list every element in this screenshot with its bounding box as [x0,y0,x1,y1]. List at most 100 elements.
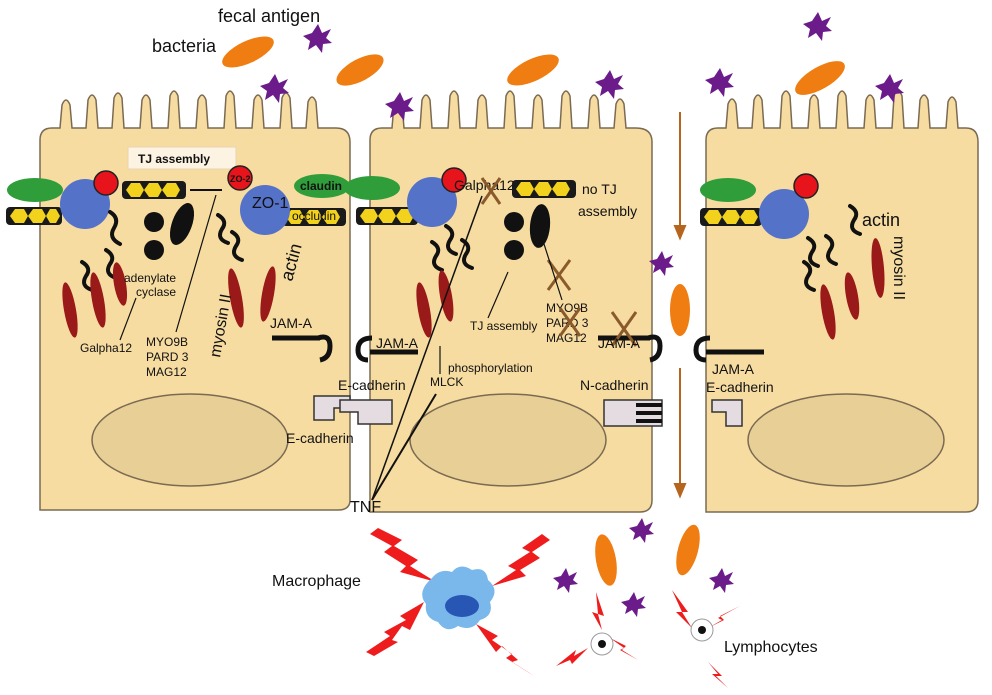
claudin-shape [7,178,63,202]
macrophage-label: Macrophage [272,573,361,590]
actin-blob [504,240,524,260]
e-cadherin-right-label: E-cadherin [706,379,774,395]
jam-a-hook [317,334,333,363]
pard3-left-label: PARD 3 [146,350,189,364]
bacteria-icon [595,534,617,586]
bacteria-icon [795,61,845,95]
actin-filaments [802,204,862,292]
bacteria-icon [670,284,690,336]
mag12-left-label: MAG12 [146,365,187,379]
nucleus-right [747,393,945,487]
actin-filaments [80,210,244,292]
myosin-ii-fibers [820,238,885,340]
zo1-protein [759,189,809,239]
claudin-shape [700,178,756,202]
tj-assembly-box-label: TJ assembly [138,152,210,166]
tj-assembly-box [127,146,237,170]
phosphorylation-label: phosphorylation [448,361,533,375]
myosin-ii-fibers [62,262,276,338]
bacteria-icon [336,54,384,86]
e-cadherin-bottom-left-label: E-cadherin [286,430,354,446]
lymphocyte-icon [672,590,740,688]
tj-assembly-mid-label: TJ assembly [470,319,537,333]
jam-a-hook [647,334,663,363]
tnf-arrow [371,195,483,501]
arrow [543,243,563,301]
e-cadherin-block [711,399,743,427]
zo1-protein [407,177,457,227]
occludin-shape [122,181,186,199]
jam-a-hook [693,335,711,363]
jam-a-mid-left-label: JAM-A [376,335,419,351]
claudin-shape [344,176,400,200]
galpha12-left-label: Galpha12 [80,341,132,355]
jam-a-hook [355,335,373,363]
blocked-x-icon [480,177,502,205]
arrow [175,194,217,333]
macrophage-icon [422,566,495,630]
myosin-blob [169,203,195,245]
arrow [119,297,137,341]
lymphocyte-icon [556,592,638,666]
occludin-shape [700,208,762,226]
occludin-shape [512,180,576,198]
bacteria-icon [222,36,274,68]
zo1-protein [240,185,290,235]
arrow [487,271,509,319]
jam-a-mid-right-label: JAM-A [598,335,641,351]
fecal-antigen-icon [260,74,289,103]
bacteria-icon [507,54,559,86]
zo2-protein [93,170,119,196]
bacteria-icon [676,524,700,576]
bacteria-label: bacteria [152,36,217,56]
cyclase-label: cyclase [136,285,176,299]
nucleus-middle [409,393,607,487]
e-cadherin-top-left-label: E-cadherin [338,377,406,393]
lymphocytes-label: Lymphocytes [724,639,818,656]
myosin-blob [529,204,551,248]
mag12-mid-label: MAG12 [546,331,587,345]
mlck-label: MLCK [430,375,463,389]
fecal-antigen-icon [553,568,578,593]
blocked-x-icon [558,307,582,337]
myosin-ii-right-label: myosin II [890,236,907,300]
zo1-label: ZO-1 [252,195,289,212]
assembly-label: assembly [578,203,637,219]
fecal-antigen-label: fecal antigen [218,6,320,26]
fecal-antigen-icon [621,592,646,617]
claudin-shape [294,174,350,198]
fecal-antigen-icon [803,12,832,41]
fecal-antigen-icon [595,70,624,99]
adenylate-label: adenylate [124,271,176,285]
occludin-shape [282,208,346,226]
myo9b-mid-label: MYO9B [546,301,588,315]
blocked-x-icon [546,259,572,291]
leak-arrow [673,112,687,499]
zo2-protein [227,165,253,191]
jam-a-left-label: JAM-A [270,315,313,331]
fecal-antigen-icon [705,68,734,97]
actin-right-label: actin [862,210,900,230]
zo2-protein [441,167,467,193]
actin-blob [144,212,164,232]
fecal-antigen-icon [629,518,654,543]
tnf-label: TNF [350,499,381,516]
occludin-label: occludin [292,209,336,223]
lightning-icon [366,528,550,676]
e-cadherin-block [339,399,393,425]
fecal-antigen-icon [385,92,414,121]
fecal-antigen-icon [875,74,904,103]
fecal-antigen-icon [649,251,674,276]
no-tj-label: no TJ [582,181,617,197]
actin-blob [144,240,164,260]
n-cadherin-block [603,399,663,427]
actin-blob [504,212,524,232]
nucleus-left [91,393,289,487]
n-cadherin-label: N-cadherin [580,377,648,393]
claudin-label: claudin [300,179,342,193]
fecal-antigen-icon [303,24,332,53]
occludin-shape [6,207,62,225]
jam-a-right-label: JAM-A [712,361,755,377]
